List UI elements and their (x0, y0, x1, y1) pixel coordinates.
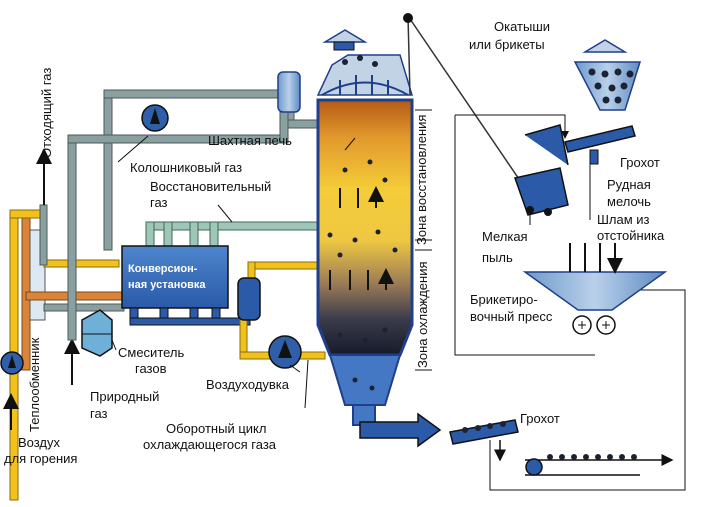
air-label-1: Воздух (18, 435, 61, 450)
top-gas-fan-icon (141, 104, 169, 132)
conversion-unit-label-2: ная установка (128, 279, 206, 291)
reduction-zone-label: Зона восстановления (414, 114, 429, 245)
conversion-unit-label-1: Конверсион- (128, 263, 198, 275)
briquetting-label-2: вочный пресс (470, 309, 553, 324)
top-screen (564, 125, 636, 165)
fine-dust-label-1: Мелкая (482, 229, 528, 244)
blower-label: Воздуходувка (206, 377, 290, 392)
pulley-icon (403, 13, 413, 23)
heat-exchanger-fan-icon (0, 351, 24, 375)
gas-mixer (81, 309, 113, 357)
sludge-label-2: отстойника (597, 228, 665, 243)
conveyor-return (407, 15, 411, 96)
screen-bottom-label: Грохот (520, 411, 560, 426)
reducing-gas-label-2: газ (150, 195, 168, 210)
air-label-2: для горения (4, 451, 78, 466)
top-gas-label: Колошниковый газ (130, 160, 243, 175)
ore-fines-label-2: мелочь (607, 194, 651, 209)
briquetting-press (522, 243, 668, 335)
cooling-gas-tank (237, 277, 261, 321)
blower-fan-icon (268, 335, 302, 369)
shaft-furnace (316, 29, 442, 448)
off-gas-label: Отходящий газ (39, 67, 54, 158)
shaft-furnace-label: Шахтная печь (208, 133, 292, 148)
natural-gas-label-1: Природный (90, 389, 160, 404)
ore-fines-label-1: Рудная (607, 177, 651, 192)
gas-mixer-label-1: Смеситель (118, 345, 185, 360)
reducing-gas-pipe (145, 221, 322, 248)
sludge-label-1: Шлам из (597, 212, 650, 227)
recycle-label-2: охлаждающегося газа (143, 437, 277, 452)
briquetting-label-1: Брикетиро- (470, 292, 538, 307)
bottom-screen (449, 419, 674, 476)
screen-top-label: Грохот (620, 155, 660, 170)
natural-gas-label-2: газ (90, 406, 108, 421)
cooling-zone-label: Зона охлаждения (415, 261, 430, 369)
top-gas-scrubber (277, 71, 301, 113)
conversion-unit (121, 245, 251, 326)
pellets-label-2: или брикеты (469, 37, 545, 52)
reducing-gas-label-1: Восстановительный (150, 179, 272, 194)
heat-exchanger-label: Теплообменник (27, 337, 42, 432)
skip-car (514, 124, 569, 216)
pellets-label-1: Окатыши (494, 19, 551, 34)
recycle-label-1: Оборотный цикл (166, 421, 267, 436)
gas-mixer-label-2: газов (135, 361, 167, 376)
pellet-hopper (573, 39, 642, 111)
fine-dust-label-2: пыль (482, 250, 513, 265)
